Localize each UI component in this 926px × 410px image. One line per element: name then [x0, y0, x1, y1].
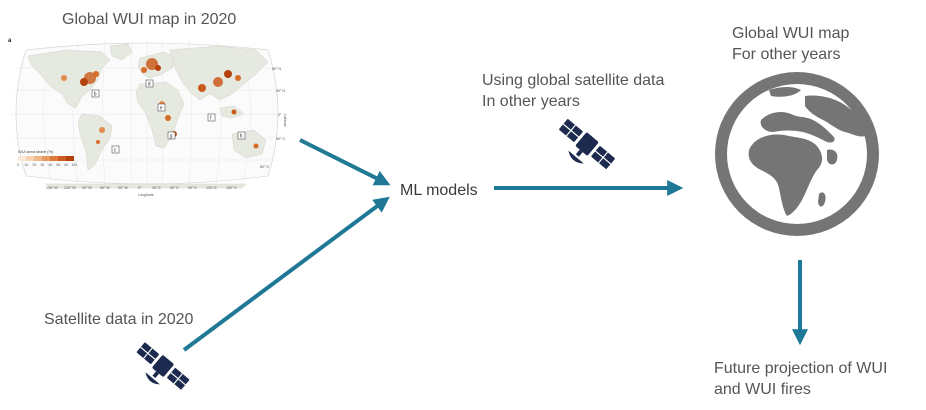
other-years-data-label-1: Using global satellite data	[482, 72, 665, 89]
svg-text:WUI area share (%): WUI area share (%)	[18, 149, 54, 154]
svg-text:60° S: 60° S	[260, 165, 269, 169]
svg-text:10: 10	[25, 163, 29, 167]
satellite-icon	[559, 119, 615, 169]
svg-text:30: 30	[41, 163, 45, 167]
globe-icon	[715, 72, 879, 236]
svg-text:0°: 0°	[278, 113, 282, 117]
svg-text:150° W: 150° W	[46, 186, 58, 190]
map-x-axis-label: Longitude	[138, 193, 154, 197]
map-wui-hotspots	[61, 58, 259, 149]
svg-text:100: 100	[72, 163, 78, 167]
svg-text:60° E: 60° E	[170, 186, 179, 190]
future-projection-label-1: Future projection of WUI	[714, 360, 888, 377]
other-years-data-label-2: In other years	[482, 93, 580, 110]
svg-text:d: d	[148, 82, 151, 88]
wui-map-2020-title: Global WUI map in 2020	[62, 11, 237, 28]
svg-text:60° W: 60° W	[100, 186, 110, 190]
svg-text:30° N: 30° N	[276, 89, 285, 93]
svg-text:0°: 0°	[138, 186, 142, 190]
svg-text:20: 20	[33, 163, 37, 167]
map-lat-ticks: 60° N 30° N 0° 30° S 60° S	[260, 67, 285, 169]
wui-map-other-years-label-1: Global WUI map	[732, 25, 850, 42]
svg-text:e: e	[160, 106, 163, 112]
svg-text:g: g	[170, 134, 173, 140]
svg-text:60: 60	[65, 163, 69, 167]
future-projection-label-2: and WUI fires	[714, 381, 811, 398]
svg-text:120° W: 120° W	[64, 186, 76, 190]
svg-text:40: 40	[49, 163, 53, 167]
arrow-map-to-ml	[299, 138, 391, 186]
svg-text:c: c	[114, 148, 117, 154]
map-legend: WUI area share (%) 0 10 20 30 40 50 60 1…	[17, 149, 77, 167]
map-panel-letter: a	[8, 38, 12, 44]
map-lon-ticks: 150° W 120° W 90° W 60° W 30° W 0° 30° E…	[46, 186, 237, 190]
svg-text:90° E: 90° E	[188, 186, 197, 190]
svg-text:50: 50	[57, 163, 61, 167]
svg-text:30° W: 30° W	[118, 186, 128, 190]
ml-models-label: ML models	[400, 182, 478, 199]
svg-text:150° E: 150° E	[226, 186, 237, 190]
map-landmasses	[27, 43, 269, 189]
map-inset-boxes: b c d e f g h	[91, 79, 246, 154]
svg-text:0: 0	[17, 163, 19, 167]
svg-text:f: f	[210, 116, 212, 122]
svg-text:h: h	[240, 134, 243, 140]
svg-text:120° E: 120° E	[206, 186, 217, 190]
svg-text:30° S: 30° S	[276, 137, 285, 141]
svg-text:b: b	[94, 92, 97, 98]
satellite-icon	[136, 342, 190, 390]
svg-text:90° W: 90° W	[82, 186, 92, 190]
global-wui-map-2020: a	[6, 34, 288, 200]
svg-text:60° N: 60° N	[272, 67, 281, 71]
svg-text:30° E: 30° E	[152, 186, 161, 190]
arrow-satellite-to-ml	[182, 196, 390, 352]
map-y-axis-label: Latitude	[283, 114, 287, 127]
satellite-data-2020-label: Satellite data in 2020	[44, 311, 194, 328]
wui-map-other-years-label-2: For other years	[732, 46, 841, 63]
